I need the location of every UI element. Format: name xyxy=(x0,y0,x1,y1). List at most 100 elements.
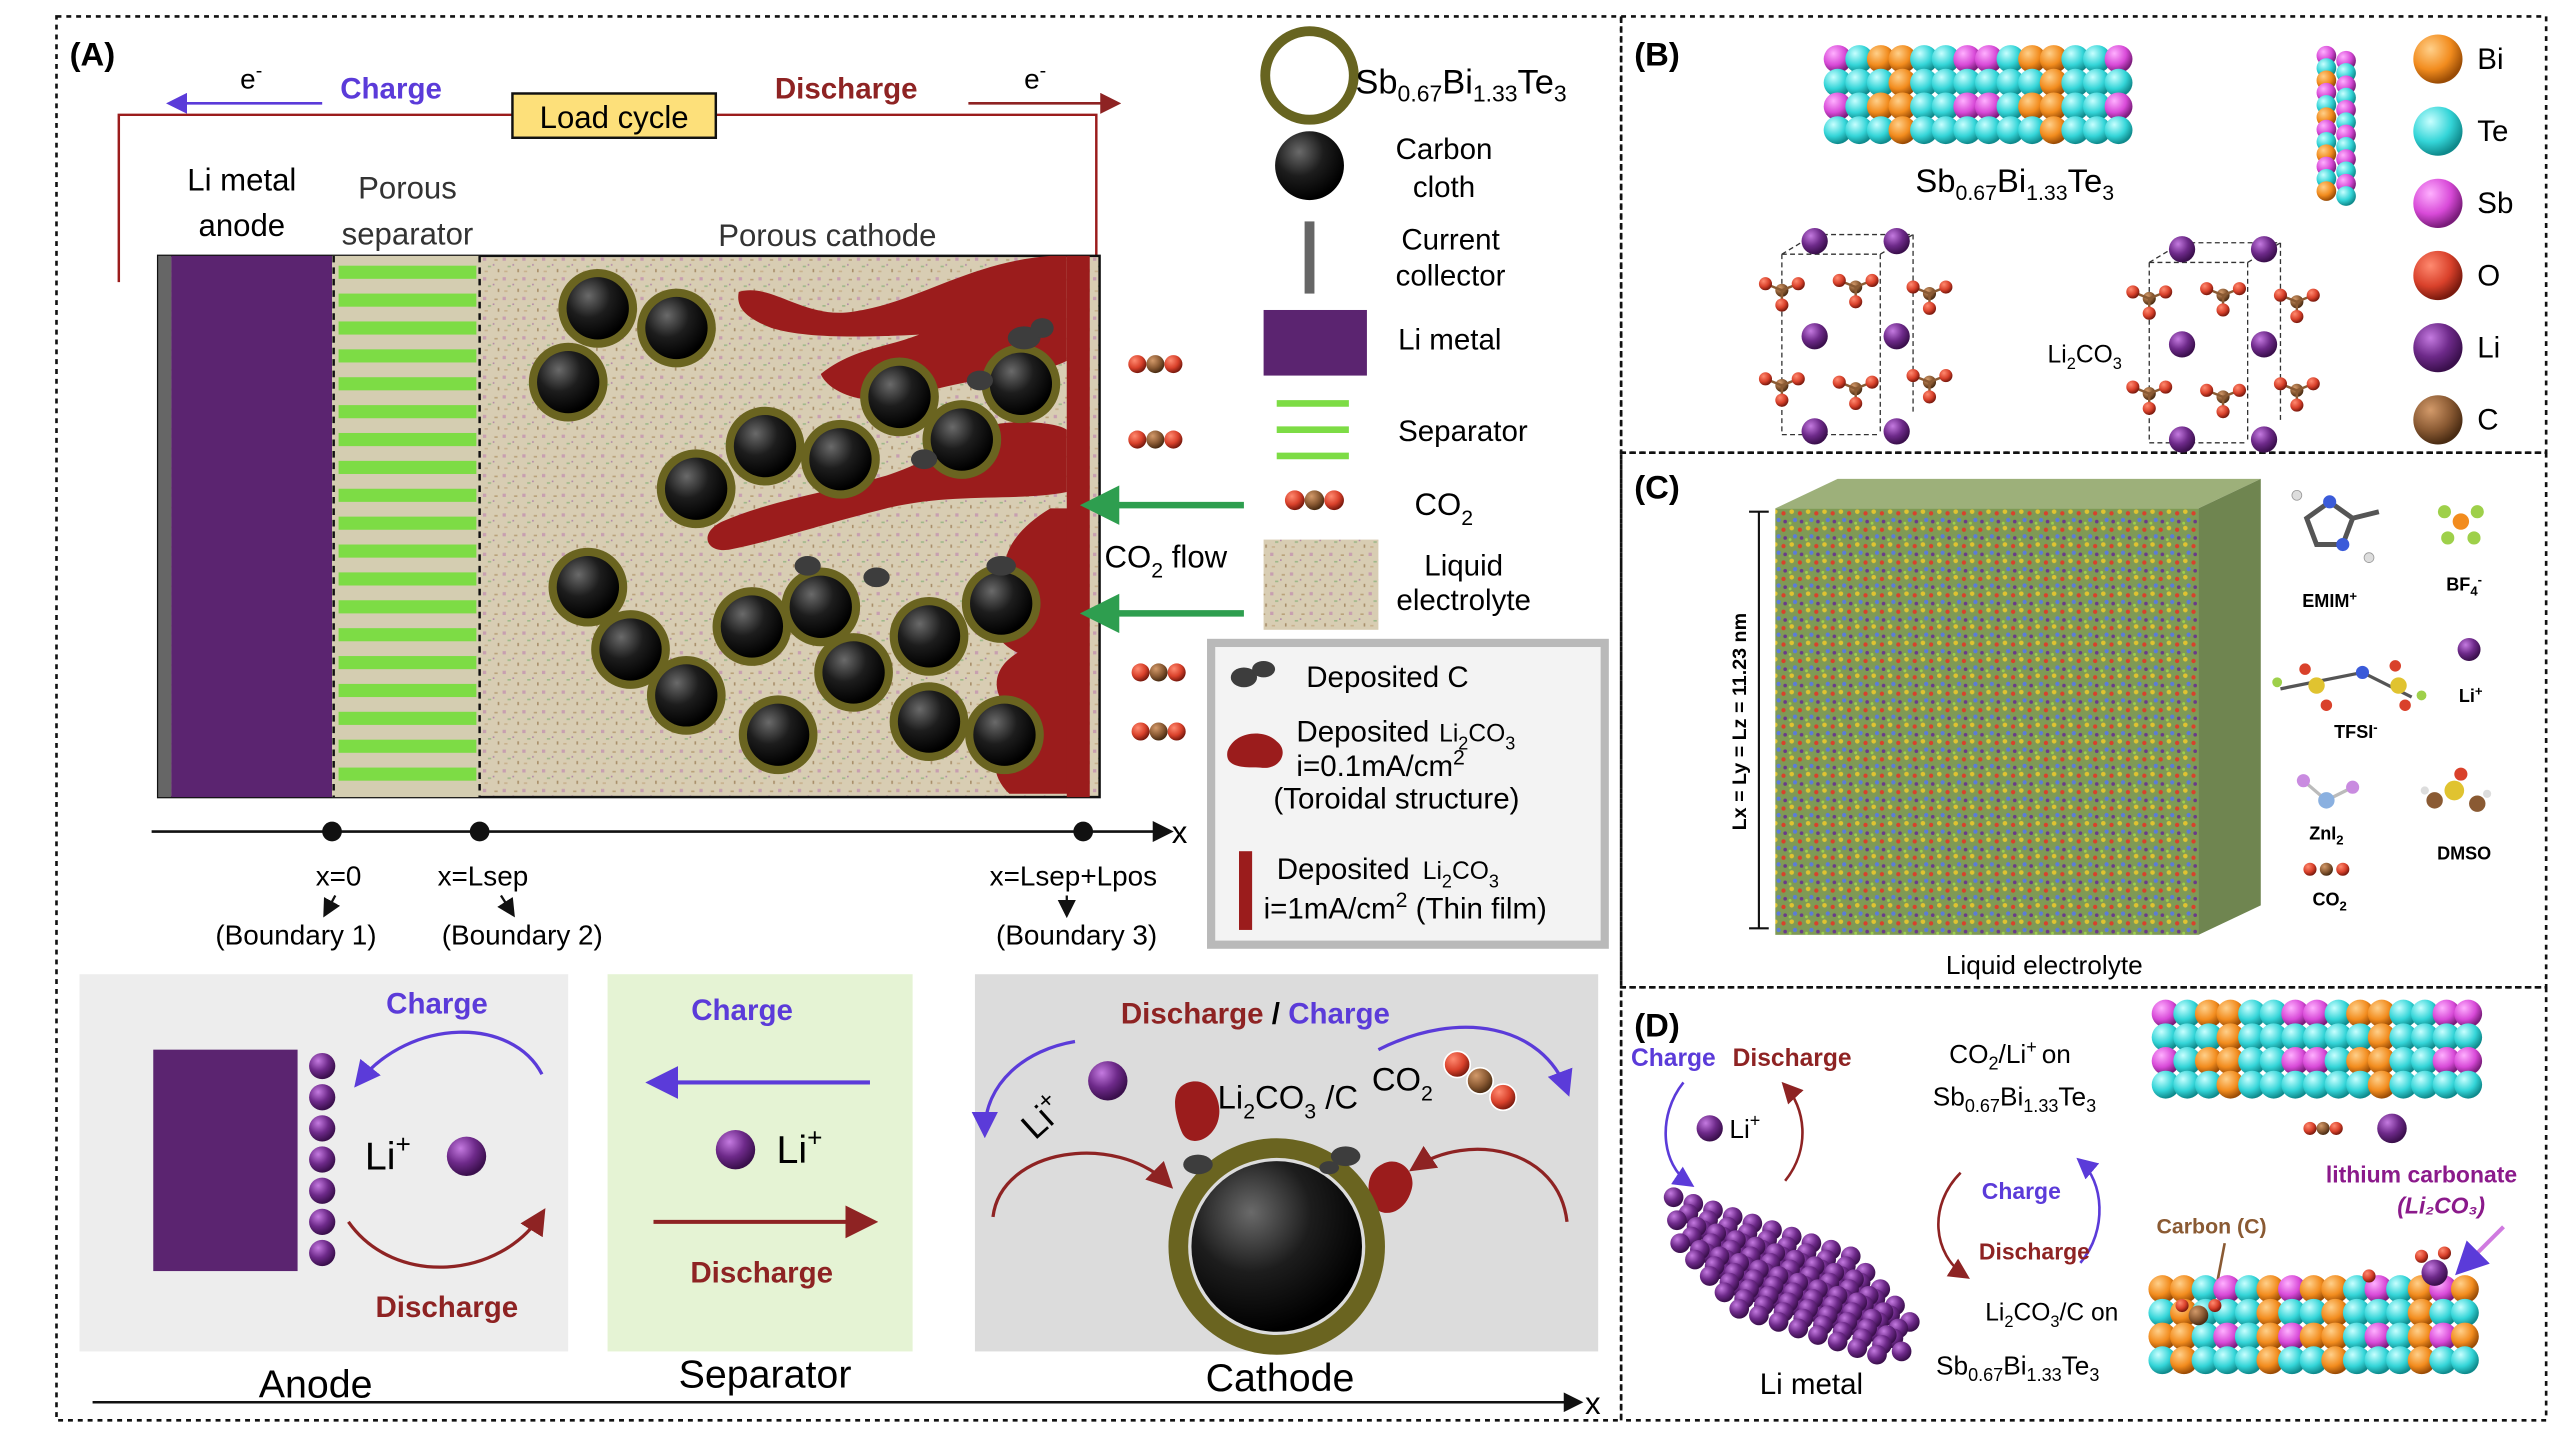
sb-atom xyxy=(2432,999,2461,1028)
te-atom xyxy=(2386,1322,2414,1351)
bf4-label: BF4- xyxy=(2446,572,2482,598)
bi-atom xyxy=(2194,1047,2223,1075)
bi-atom xyxy=(2170,1322,2198,1351)
carbon-particle xyxy=(809,428,872,491)
bi-atom xyxy=(2450,1322,2479,1351)
emim-label: EMIM+ xyxy=(2302,588,2357,611)
legend-carbon-cloth-label-1: Carbon xyxy=(1396,133,1493,166)
te-atom xyxy=(2191,1346,2220,1375)
legend-co2-icon xyxy=(1284,490,1344,511)
bi-atom xyxy=(2170,1275,2198,1304)
te-atom xyxy=(2259,1070,2288,1099)
sb-atom xyxy=(2302,999,2331,1028)
anode-title: Anode xyxy=(259,1362,373,1406)
separator-charge-label: Charge xyxy=(691,994,793,1027)
cathode-co2-label: CO2 xyxy=(1372,1061,1433,1106)
panel-b-formula: Sb0.67Bi1.33Te3 xyxy=(1915,162,2114,205)
o-atom xyxy=(1832,375,1846,389)
sb-atom xyxy=(2454,1047,2483,1075)
li-atom xyxy=(1883,323,1910,350)
te-atom xyxy=(2191,1275,2220,1304)
o-atom xyxy=(1832,273,1846,288)
carbon-annotation: Carbon (C) xyxy=(2157,1214,2267,1238)
o-legend-label: O xyxy=(2477,259,2500,292)
cycle-charge-label: Charge xyxy=(1982,1178,2061,1204)
o-atom xyxy=(2290,398,2304,412)
separator-stripe xyxy=(338,432,477,447)
te-atom xyxy=(1910,68,1939,97)
sb-atom xyxy=(2104,45,2133,73)
li-atom xyxy=(1768,1312,1789,1332)
li-atom xyxy=(2250,426,2278,453)
te-atom xyxy=(2061,68,2090,97)
zni2-molecule xyxy=(2296,774,2360,809)
separator-label-1: Porous xyxy=(358,170,457,205)
te-atom xyxy=(2151,1023,2180,1052)
li-atom xyxy=(2250,236,2278,263)
legend-liquid-electrolyte-label-2: electrolyte xyxy=(1396,584,1531,617)
o-atom xyxy=(1906,369,1920,383)
bi-atom xyxy=(2039,116,2068,145)
bi-atom xyxy=(2018,45,2047,73)
electron-charge-label: e- xyxy=(240,60,262,94)
te-atom xyxy=(1996,92,2025,121)
electrolyte-cube xyxy=(1775,478,2261,935)
li-metal-anode xyxy=(171,255,333,798)
anode-discharge-label: Discharge xyxy=(375,1291,518,1324)
te-atom xyxy=(2281,1023,2310,1052)
c-legend-label: C xyxy=(2477,404,2498,437)
te-legend-label: Te xyxy=(2477,115,2508,148)
sb-atom xyxy=(2281,999,2310,1028)
te-atom xyxy=(2342,1298,2371,1327)
separator-stripe xyxy=(338,544,477,558)
te-atom xyxy=(2259,1047,2288,1075)
carbon-particle xyxy=(566,277,629,340)
sb-atom xyxy=(2213,1275,2242,1304)
carbon-cloth-particles xyxy=(528,268,1061,775)
o-atom xyxy=(2159,380,2173,394)
te-atom xyxy=(2234,1322,2263,1351)
o-atom xyxy=(1865,273,1879,288)
li-atom xyxy=(1729,1298,1750,1319)
legend-current-collector-label-1: Current xyxy=(1401,223,1499,256)
separator-stripe xyxy=(338,488,477,502)
anode-current-collector xyxy=(158,255,172,798)
te-atom xyxy=(2432,1070,2461,1099)
sb-atom xyxy=(2302,1047,2331,1075)
legend-separator-label: Separator xyxy=(1398,415,1528,448)
te-atom xyxy=(2324,1023,2353,1052)
carbon-particle xyxy=(789,575,852,638)
panel-a-label: (A) xyxy=(70,36,116,73)
legend-thin-film-current: i=1mA/cm2 (Thin film) xyxy=(1264,888,1547,925)
co2-carbon xyxy=(1149,722,1168,741)
boundary-1-dot xyxy=(322,821,342,842)
co2-oxygen xyxy=(1131,663,1150,682)
te-atom xyxy=(2173,1023,2202,1052)
o-atom xyxy=(1791,277,1805,291)
o-atom xyxy=(2142,306,2156,320)
li-legend-label: Li xyxy=(2477,332,2500,365)
legend-current-collector-label-2: collector xyxy=(1396,259,1506,292)
te-atom xyxy=(2213,1346,2242,1375)
sb-atom xyxy=(2151,999,2180,1028)
bi-atom xyxy=(2256,1298,2285,1327)
te-atom xyxy=(2411,1047,2439,1075)
panel-d-charge-label: Charge xyxy=(1631,1045,1716,1072)
co2-species-label: CO2 xyxy=(2312,889,2346,913)
bi-atom xyxy=(2321,1322,2350,1351)
separator-title: Separator xyxy=(679,1353,852,1397)
te-atom xyxy=(2104,68,2133,97)
te-atom xyxy=(2386,1275,2414,1304)
li-ion-species-label: Li+ xyxy=(2459,683,2483,706)
te-atom xyxy=(2278,1298,2306,1327)
cathode-particle-core xyxy=(1191,1161,1363,1332)
panel-d-label: (D) xyxy=(1634,1007,1680,1044)
cycle-left-arc xyxy=(1937,1171,1970,1279)
carbon-particle xyxy=(973,703,1036,766)
li-atom xyxy=(2168,331,2196,358)
bi-atom xyxy=(2299,1322,2328,1351)
te-atom xyxy=(1845,92,1874,121)
